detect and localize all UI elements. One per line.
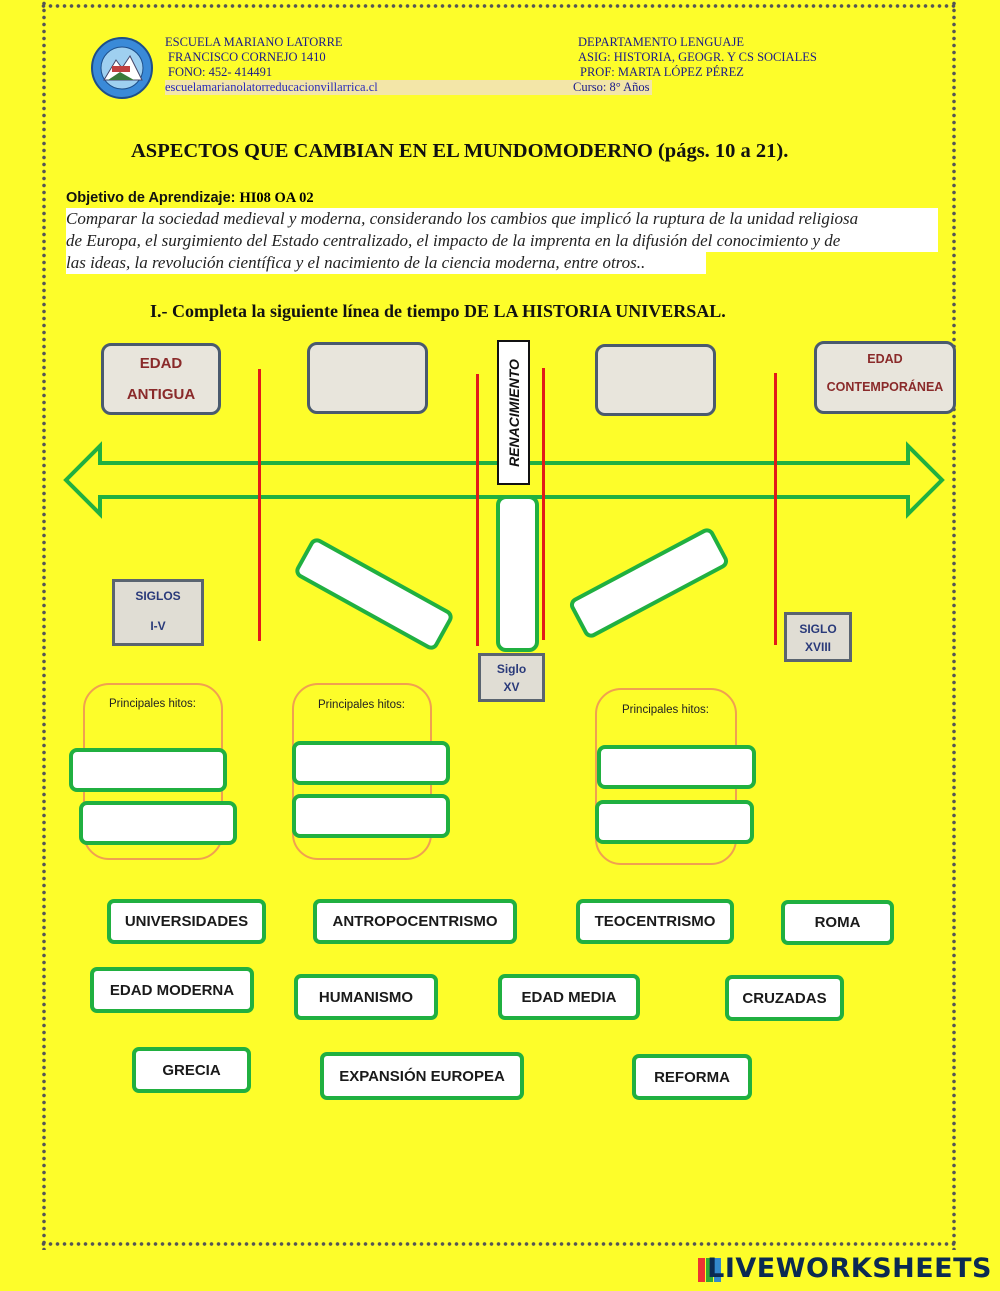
section-prefix: I.- Completa la siguiente línea de tiemp…: [150, 301, 460, 321]
school-address: FRANCISCO CORNEJO 1410: [168, 50, 326, 64]
era-contemporanea-line2: CONTEMPORÁNEA: [826, 380, 944, 394]
word-roma[interactable]: ROMA: [781, 900, 894, 945]
school-logo: [91, 37, 153, 99]
century-box-xviii: SIGLO XVIII: [784, 612, 852, 662]
siglos-value: I-V: [150, 619, 166, 633]
page-border-right: [950, 0, 958, 1250]
objective-line-2: de Europa, el surgimiento del Estado cen…: [66, 230, 938, 252]
divider-red-3: [542, 368, 545, 640]
era-antigua-line2: ANTIGUA: [126, 386, 196, 403]
liveworksheets-brand[interactable]: LIVEWORKSHEETS: [707, 1253, 992, 1284]
school-name: ESCUELA MARIANO LATORRE: [165, 35, 343, 49]
school-phone: FONO: 452- 414491: [168, 65, 273, 79]
century-box-xv: Siglo XV: [478, 653, 545, 702]
era-box-blank-1[interactable]: [307, 342, 428, 414]
page-title: ASPECTOS QUE CAMBIAN EN EL MUNDOMODERNO …: [131, 140, 789, 162]
page-border-left: [40, 0, 48, 1250]
liveworksheets-logo-icon: [698, 1258, 721, 1282]
era-box-antigua: EDAD ANTIGUA: [101, 343, 221, 415]
renacimiento-label: RENACIMIENTO: [497, 340, 530, 485]
divider-red-2: [476, 374, 479, 646]
word-cruzadas[interactable]: CRUZADAS: [725, 975, 844, 1021]
era-contemporanea-line1: EDAD: [867, 352, 903, 366]
era-antigua-line1: EDAD: [139, 355, 183, 372]
department: DEPARTAMENTO LENGUAJE: [578, 35, 744, 49]
objective-code: HI08 OA 02: [239, 190, 314, 206]
hitos-blank-1b[interactable]: [79, 801, 237, 845]
timeline-blank-slant-left[interactable]: [292, 535, 456, 653]
hitos-label-2: Principales hitos:: [318, 699, 405, 711]
timeline-blank-vertical[interactable]: [496, 495, 539, 652]
timeline-arrow: [63, 441, 945, 519]
objective-label: Objetivo de Aprendizaje:: [66, 190, 236, 206]
renacimiento-text: RENACIMIENTO: [505, 358, 522, 467]
hitos-blank-2b[interactable]: [292, 794, 450, 838]
word-antropocentrismo[interactable]: ANTROPOCENTRISMO: [313, 899, 517, 944]
divider-red-1: [258, 369, 261, 641]
objective-line-1: Comparar la sociedad medieval y moderna,…: [66, 208, 938, 230]
school-email[interactable]: escuelamarianolatorreducacionvillarrica.…: [165, 80, 575, 95]
word-humanismo[interactable]: HUMANISMO: [294, 974, 438, 1020]
siglo-xviii-line2: XVIII: [804, 640, 831, 654]
word-universidades[interactable]: UNIVERSIDADES: [107, 899, 266, 944]
hitos-label-1: Principales hitos:: [109, 698, 196, 710]
century-box-i-v: SIGLOS I-V: [112, 579, 204, 646]
divider-red-4: [774, 373, 777, 645]
hitos-blank-2a[interactable]: [292, 741, 450, 785]
teacher: PROF: MARTA LÓPEZ PÉREZ: [580, 65, 744, 79]
era-box-blank-2[interactable]: [595, 344, 716, 416]
hitos-blank-3b[interactable]: [595, 800, 754, 844]
word-edad-media[interactable]: EDAD MEDIA: [498, 974, 640, 1020]
word-teocentrismo[interactable]: TEOCENTRISMO: [576, 899, 734, 944]
hitos-label-3: Principales hitos:: [622, 704, 709, 716]
page-border-top: [40, 2, 958, 10]
page-border-bottom: [40, 1240, 958, 1248]
course: Curso: 8° Años: [573, 80, 652, 95]
word-reforma[interactable]: REFORMA: [632, 1054, 752, 1100]
timeline-blank-slant-right[interactable]: [567, 525, 731, 641]
era-box-contemporanea: EDAD CONTEMPORÁNEA: [814, 341, 956, 414]
siglo-xv-line1: Siglo: [496, 662, 527, 676]
section-heading: I.- Completa la siguiente línea de tiemp…: [150, 301, 726, 322]
siglos-label: SIGLOS: [135, 589, 181, 603]
objective-line-3: las ideas, la revolución científica y el…: [66, 252, 706, 274]
siglo-xv-line2: XV: [503, 680, 520, 694]
hitos-blank-3a[interactable]: [597, 745, 756, 789]
word-grecia[interactable]: GRECIA: [132, 1047, 251, 1093]
hitos-blank-1a[interactable]: [69, 748, 227, 792]
subject: ASIG: HISTORIA, GEOGR. Y CS SOCIALES: [578, 50, 817, 64]
word-expansion-europea[interactable]: EXPANSIÓN EUROPEA: [320, 1052, 524, 1100]
siglo-xviii-line1: SIGLO: [799, 622, 837, 636]
word-edad-moderna[interactable]: EDAD MODERNA: [90, 967, 254, 1013]
objective-heading: Objetivo de Aprendizaje: HI08 OA 02: [66, 189, 314, 207]
section-suffix: DE LA HISTORIA UNIVERSAL.: [463, 301, 726, 321]
